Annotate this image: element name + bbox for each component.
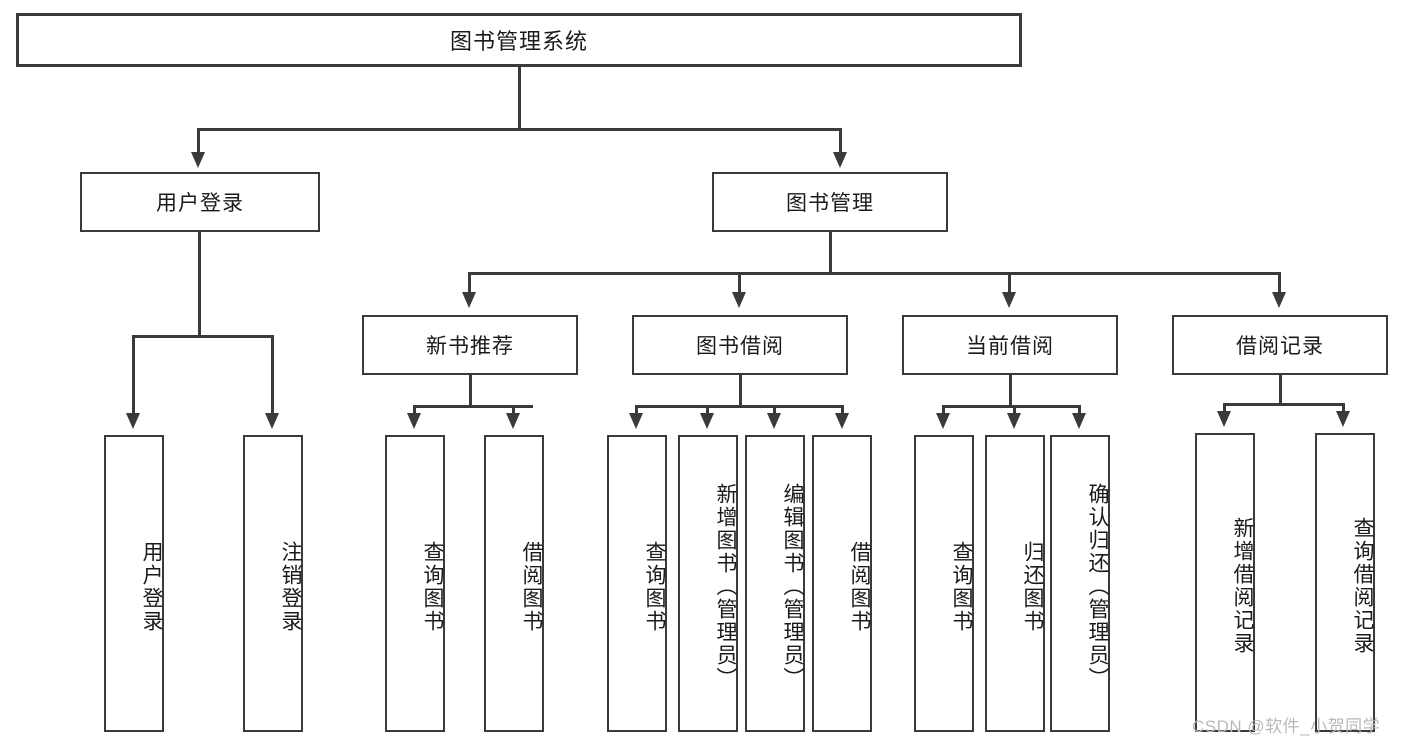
leaf-logout-login[interactable]: 注销登录 [243, 435, 303, 732]
leaf-borrow-add-book-admin[interactable]: 新增图书（管理员） [678, 435, 738, 732]
connector-bookmgmt-branch-1 [468, 272, 471, 294]
connector-record-branch-1 [1223, 403, 1226, 411]
connector-newbook-bus [413, 405, 533, 408]
connector-current-bus [942, 405, 1081, 408]
connector-login-branch-1 [132, 335, 135, 415]
leaf-record-query-record[interactable]: 查询借阅记录 [1315, 433, 1375, 732]
connector-root-to-bookmgmt [839, 128, 842, 153]
arrowhead-to-new-book [462, 292, 476, 308]
arrowhead-borrow-leaf-3 [767, 413, 781, 429]
leaf-user-login[interactable]: 用户登录 [104, 435, 164, 732]
connector-borrow-branch-2 [706, 405, 709, 415]
arrowhead-record-leaf-2 [1336, 411, 1350, 427]
arrowhead-current-leaf-2 [1007, 413, 1021, 429]
arrowhead-newbook-leaf-1 [407, 413, 421, 429]
connector-borrow-stem [739, 375, 742, 407]
node-new-book-recommend[interactable]: 新书推荐 [362, 315, 578, 375]
connector-root-bus [197, 128, 841, 131]
arrowhead-newbook-leaf-2 [506, 413, 520, 429]
connector-bookmgmt-branch-2 [738, 272, 741, 294]
connector-current-branch-2 [1013, 405, 1016, 415]
connector-borrow-branch-4 [841, 405, 844, 415]
node-borrow-record[interactable]: 借阅记录 [1172, 315, 1388, 375]
connector-newbook-branch-1 [413, 405, 416, 415]
connector-login-branch-2 [271, 335, 274, 415]
arrowhead-borrow-leaf-2 [700, 413, 714, 429]
arrowhead-to-borrow-record [1272, 292, 1286, 308]
leaf-newbook-query-book[interactable]: 查询图书 [385, 435, 445, 732]
node-current-borrow[interactable]: 当前借阅 [902, 315, 1118, 375]
connector-root-stem [518, 67, 521, 130]
leaf-newbook-borrow-book[interactable]: 借阅图书 [484, 435, 544, 732]
connector-borrow-branch-1 [635, 405, 638, 415]
arrowhead-borrow-leaf-1 [629, 413, 643, 429]
node-user-login[interactable]: 用户登录 [80, 172, 320, 232]
connector-root-to-login [197, 128, 200, 153]
connector-login-stem [198, 232, 201, 337]
leaf-borrow-edit-book-admin[interactable]: 编辑图书（管理员） [745, 435, 805, 732]
leaf-borrow-borrow-book[interactable]: 借阅图书 [812, 435, 872, 732]
arrowhead-current-leaf-1 [936, 413, 950, 429]
connector-bookmgmt-stem [829, 232, 832, 274]
leaf-current-return-book[interactable]: 归还图书 [985, 435, 1045, 732]
arrowhead-current-leaf-3 [1072, 413, 1086, 429]
connector-current-branch-1 [942, 405, 945, 415]
node-book-management[interactable]: 图书管理 [712, 172, 948, 232]
node-root-system[interactable]: 图书管理系统 [16, 13, 1022, 67]
connector-login-bus [132, 335, 272, 338]
connector-newbook-branch-2 [512, 405, 515, 415]
connector-record-branch-2 [1342, 403, 1345, 411]
node-book-borrow[interactable]: 图书借阅 [632, 315, 848, 375]
connector-bookmgmt-branch-4 [1278, 272, 1281, 294]
arrowhead-login-leaf-2 [265, 413, 279, 429]
connector-newbook-stem [469, 375, 472, 407]
arrowhead-to-current-borrow [1002, 292, 1016, 308]
connector-borrow-bus [635, 405, 844, 408]
connector-record-bus [1223, 403, 1343, 406]
connector-borrow-branch-3 [773, 405, 776, 415]
leaf-current-query-book[interactable]: 查询图书 [914, 435, 974, 732]
connector-current-stem [1009, 375, 1012, 407]
arrowhead-to-book-borrow [732, 292, 746, 308]
leaf-current-confirm-return-admin[interactable]: 确认归还（管理员） [1050, 435, 1110, 732]
connector-bookmgmt-bus [468, 272, 1280, 275]
arrowhead-record-leaf-1 [1217, 411, 1231, 427]
arrowhead-to-user-login [191, 152, 205, 168]
leaf-borrow-query-book[interactable]: 查询图书 [607, 435, 667, 732]
arrowhead-to-book-management [833, 152, 847, 168]
arrowhead-borrow-leaf-4 [835, 413, 849, 429]
arrowhead-login-leaf-1 [126, 413, 140, 429]
csdn-watermark: CSDN @软件_小贺同学 [1192, 717, 1381, 736]
connector-record-stem [1279, 375, 1282, 405]
connector-bookmgmt-branch-3 [1008, 272, 1011, 294]
leaf-record-add-record[interactable]: 新增借阅记录 [1195, 433, 1255, 732]
connector-current-branch-3 [1078, 405, 1081, 415]
